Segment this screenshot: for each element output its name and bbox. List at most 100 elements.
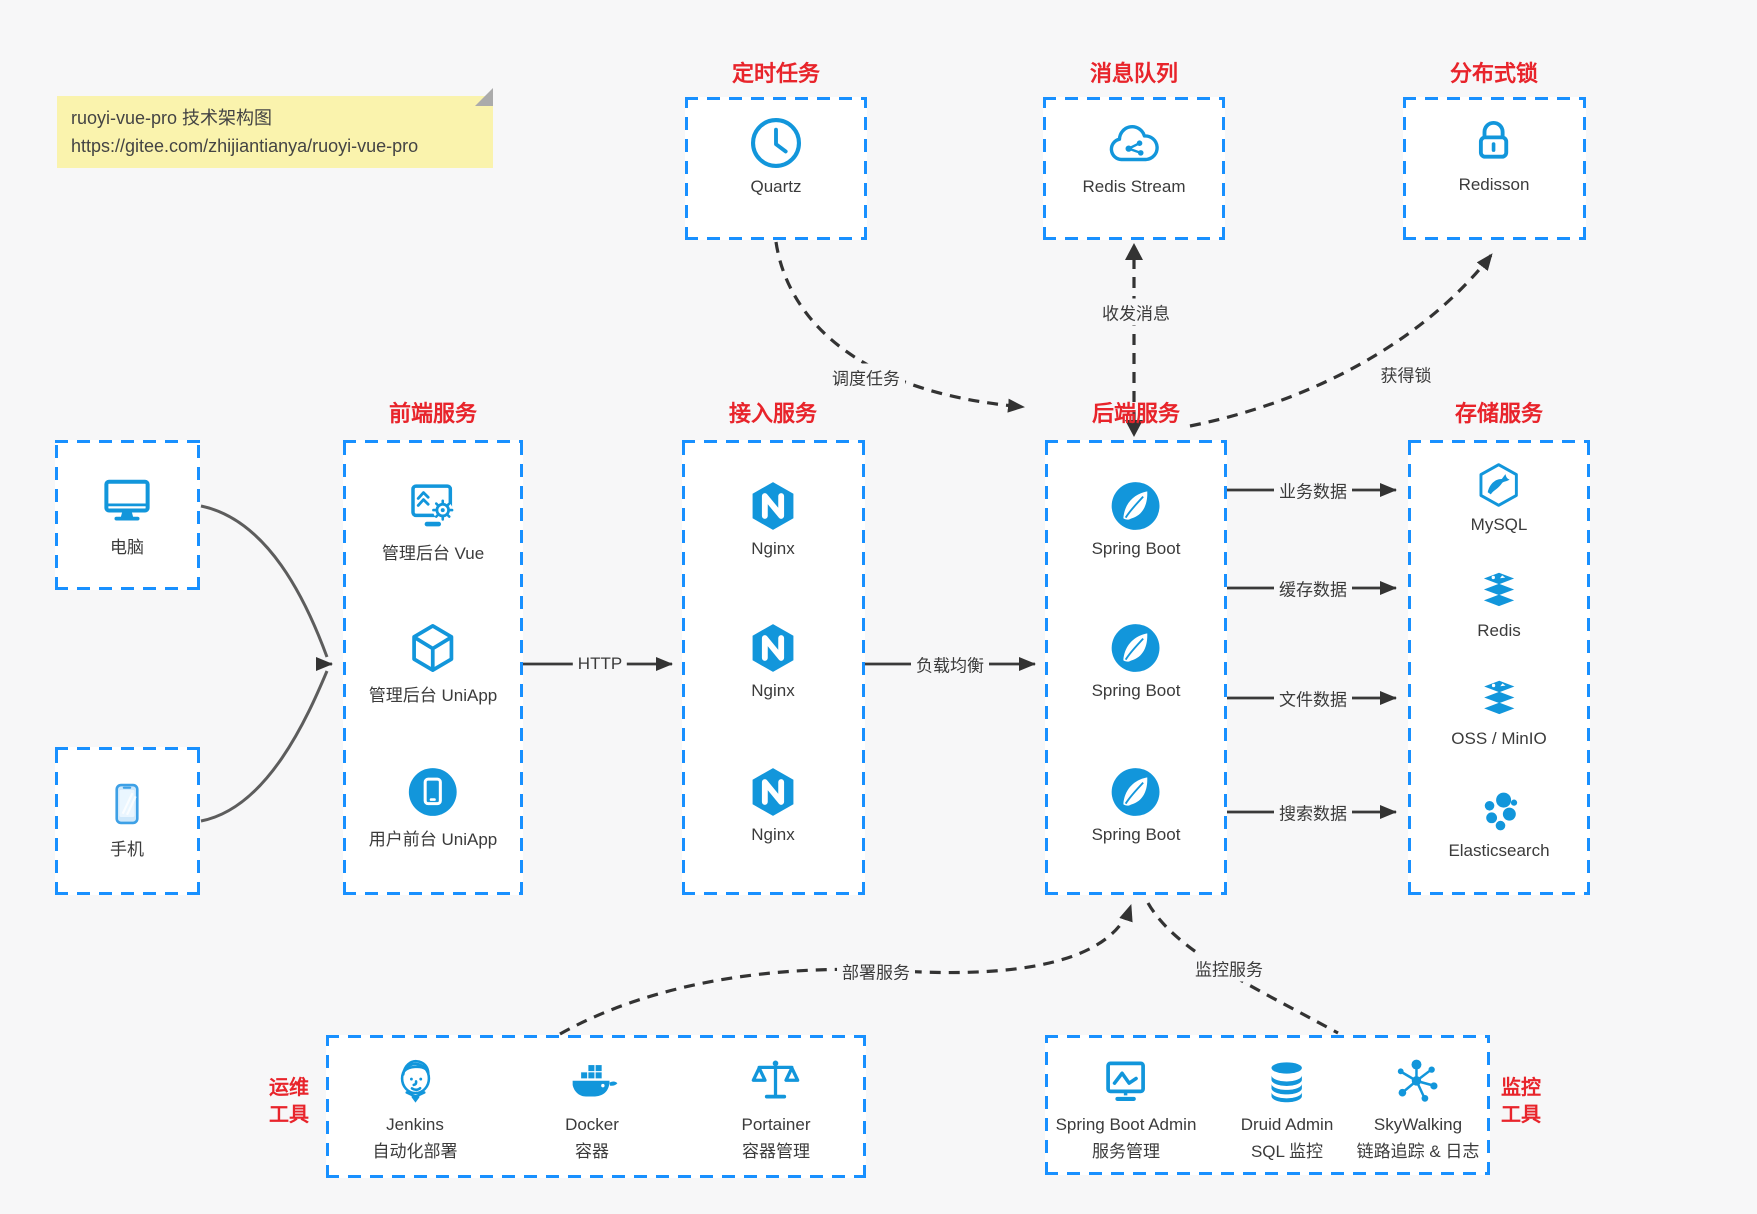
docker-icon (563, 1054, 621, 1110)
jenkins-icon (387, 1054, 443, 1110)
redis-stack-icon (1474, 566, 1524, 616)
title-backend-services: 后端服务 (1091, 401, 1181, 426)
computer-box (55, 440, 200, 590)
edge-label-http: HTTP (572, 653, 628, 675)
edge-label-schedule: 调度任务 (827, 363, 905, 391)
edge-phone-frontend (200, 670, 329, 823)
message-queue-box (1043, 97, 1225, 240)
node-label: Redis (1477, 621, 1521, 640)
node-label: Nginx (751, 681, 795, 700)
node-label: Druid Admin (1240, 1115, 1334, 1134)
lock-icon (1465, 112, 1523, 170)
mobile-app-circle-icon (405, 764, 461, 820)
node-label: Docker (565, 1115, 619, 1134)
node-elasticsearch: Elasticsearch (1448, 786, 1550, 861)
node-label: 电脑 (110, 538, 144, 557)
edge-acquire-lock (1189, 253, 1494, 428)
edge-label-file-data: 文件数据 (1274, 684, 1352, 712)
node-label: MySQL (1470, 515, 1528, 534)
node-label: 管理后台 UniApp (368, 686, 498, 705)
node-label: OSS / MinIO (1451, 729, 1547, 748)
nginx-icon (745, 620, 801, 676)
edge-label-message: 收发消息 (1097, 298, 1175, 326)
edge-message-arrow-up (1125, 243, 1143, 260)
frontend-box (343, 440, 523, 895)
node-label: Nginx (751, 539, 795, 558)
node-label: Spring Boot (1091, 539, 1181, 558)
title-message-queue: 消息队列 (1089, 61, 1179, 86)
computer-icon (97, 468, 157, 528)
node-portainer: Portainer 容器管理 (741, 1054, 811, 1162)
edge-label-biz-data: 业务数据 (1274, 476, 1352, 504)
title-scheduled-tasks: 定时任务 (731, 61, 821, 86)
storage-box (1408, 440, 1590, 895)
spring-leaf-icon (1108, 764, 1164, 820)
node-jenkins: Jenkins 自动化部署 (373, 1054, 458, 1162)
edge-label-cache-data: 缓存数据 (1274, 574, 1352, 602)
node-label: Redisson (1458, 175, 1530, 194)
node-desc: 容器 (575, 1142, 609, 1161)
node-spring-boot-3: Spring Boot (1091, 764, 1181, 845)
spring-leaf-icon (1108, 478, 1164, 534)
edge-computer-frontend (200, 504, 329, 658)
sticky-note: ruoyi-vue-pro 技术架构图 https://gitee.com/zh… (57, 88, 493, 168)
node-druid-admin: Druid Admin SQL 监控 (1240, 1054, 1334, 1162)
node-label: Jenkins (386, 1115, 444, 1134)
note-url: https://gitee.com/zhijiantianya/ruoyi-vu… (71, 136, 419, 156)
node-nginx-1: Nginx (745, 478, 801, 559)
title-monitor-tools: 监控 工具 (1501, 1077, 1541, 1126)
node-label: Portainer (741, 1115, 811, 1134)
node-computer: 电脑 (97, 468, 157, 558)
ops-tools-box (326, 1035, 866, 1178)
node-mysql: MySQL (1470, 460, 1528, 535)
node-desc: 自动化部署 (372, 1142, 458, 1161)
portainer-scales-icon (748, 1054, 804, 1110)
node-label: Redis Stream (1082, 177, 1186, 196)
phone-box (55, 747, 200, 895)
nginx-icon (745, 478, 801, 534)
node-redis-stream: Redis Stream (1082, 118, 1186, 197)
admin-console-gear-icon (405, 478, 461, 534)
node-admin-vue: 管理后台 Vue (382, 478, 484, 564)
node-label: 用户前台 UniApp (368, 830, 498, 849)
node-docker: Docker 容器 (563, 1054, 621, 1162)
node-desc: 服务管理 (1092, 1142, 1160, 1161)
edge-label-deploy: 部署服务 (837, 957, 915, 985)
skywalking-topology-icon (1391, 1054, 1445, 1110)
edge-label-acquire-lock: 获得锁 (1375, 360, 1437, 388)
spring-leaf-icon (1108, 620, 1164, 676)
node-redis: Redis (1474, 566, 1524, 641)
node-label: 手机 (110, 840, 144, 859)
title-storage-services: 存储服务 (1454, 401, 1544, 426)
note-title: ruoyi-vue-pro 技术架构图 (71, 108, 273, 128)
node-skywalking: SkyWalking 链路追踪 & 日志 (1356, 1054, 1480, 1162)
phone-icon (101, 778, 153, 830)
node-nginx-3: Nginx (745, 764, 801, 845)
title-distributed-lock: 分布式锁 (1449, 61, 1539, 86)
node-label: SkyWalking (1373, 1115, 1463, 1134)
node-redisson: Redisson (1458, 112, 1530, 195)
node-oss-minio: OSS / MinIO (1451, 674, 1547, 749)
database-icon (1260, 1054, 1314, 1110)
node-spring-boot-admin: Spring Boot Admin 服务管理 (1055, 1054, 1197, 1162)
node-label: Spring Boot (1091, 825, 1181, 844)
note-fold-corner (475, 88, 493, 106)
node-label: 管理后台 Vue (381, 544, 485, 563)
node-desc: 容器管理 (741, 1142, 810, 1161)
title-frontend-services: 前端服务 (388, 401, 478, 426)
node-label: Spring Boot Admin (1055, 1115, 1197, 1134)
edge-label-load-balance: 负载均衡 (911, 650, 989, 678)
monitor-pulse-icon (1098, 1054, 1154, 1110)
node-desc: 链路追踪 & 日志 (1356, 1142, 1480, 1161)
node-quartz: Quartz (747, 114, 805, 197)
node-user-uniapp: 用户前台 UniApp (369, 764, 497, 850)
node-label: Elasticsearch (1448, 841, 1550, 860)
uniapp-cube-icon (405, 620, 461, 676)
node-nginx-2: Nginx (745, 620, 801, 701)
node-desc: SQL 监控 (1250, 1142, 1324, 1161)
node-phone: 手机 (101, 778, 153, 860)
elasticsearch-cluster-icon (1474, 786, 1524, 836)
nginx-icon (745, 764, 801, 820)
title-access-services: 接入服务 (728, 401, 818, 426)
